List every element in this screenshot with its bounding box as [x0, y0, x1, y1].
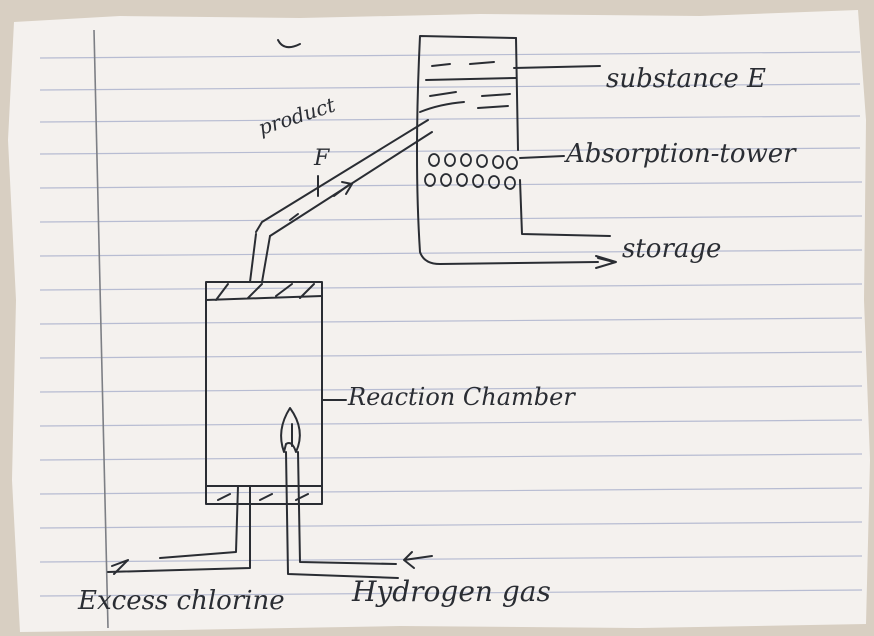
hydrogen-arrow-icon [403, 551, 433, 569]
tower-baffle [477, 105, 509, 109]
flow-arrow-icon [333, 181, 353, 197]
tower-right-wall-upper [515, 37, 519, 151]
leader-absorption-tower [519, 155, 565, 159]
chlorine-inlet-pipe [107, 485, 251, 573]
label-absorption-tower: Absorption-tower [566, 139, 796, 169]
label-reaction-chamber: Reaction Chamber [348, 383, 575, 411]
chlorine-arrow-icon [111, 559, 129, 575]
tower-baffle [425, 77, 517, 81]
label-storage: storage [622, 234, 722, 264]
flow-arrow-icon [289, 213, 299, 221]
riser-pipe [249, 233, 271, 283]
storage-arrow-icon [595, 255, 617, 269]
label-substance-e: substance E [606, 64, 766, 94]
tower-right-wall-lower [519, 179, 611, 237]
tower-baffle [419, 101, 465, 113]
leader-substance-e [513, 65, 601, 69]
absorption-tower-vessel [416, 35, 599, 265]
tower-baffle [469, 61, 495, 65]
chamber-top-hatching [205, 283, 323, 301]
tower-baffle [481, 93, 511, 97]
label-excess-chlorine: Excess chlorine [78, 586, 285, 616]
margin-line [93, 29, 109, 629]
label-hydrogen-gas: Hydrogen gas [352, 575, 551, 608]
hydrogen-inlet-pipe [285, 451, 399, 579]
chamber-bottom-hatching [205, 485, 323, 501]
burner-flame-icon [280, 407, 301, 453]
reaction-chamber-vessel [205, 281, 323, 505]
ruled-lines [39, 51, 863, 597]
tower-baffle [431, 63, 451, 67]
stray-mark [277, 39, 301, 49]
label-product-letter: F [314, 146, 330, 171]
tower-packing [424, 153, 518, 190]
tower-baffle [429, 91, 457, 97]
